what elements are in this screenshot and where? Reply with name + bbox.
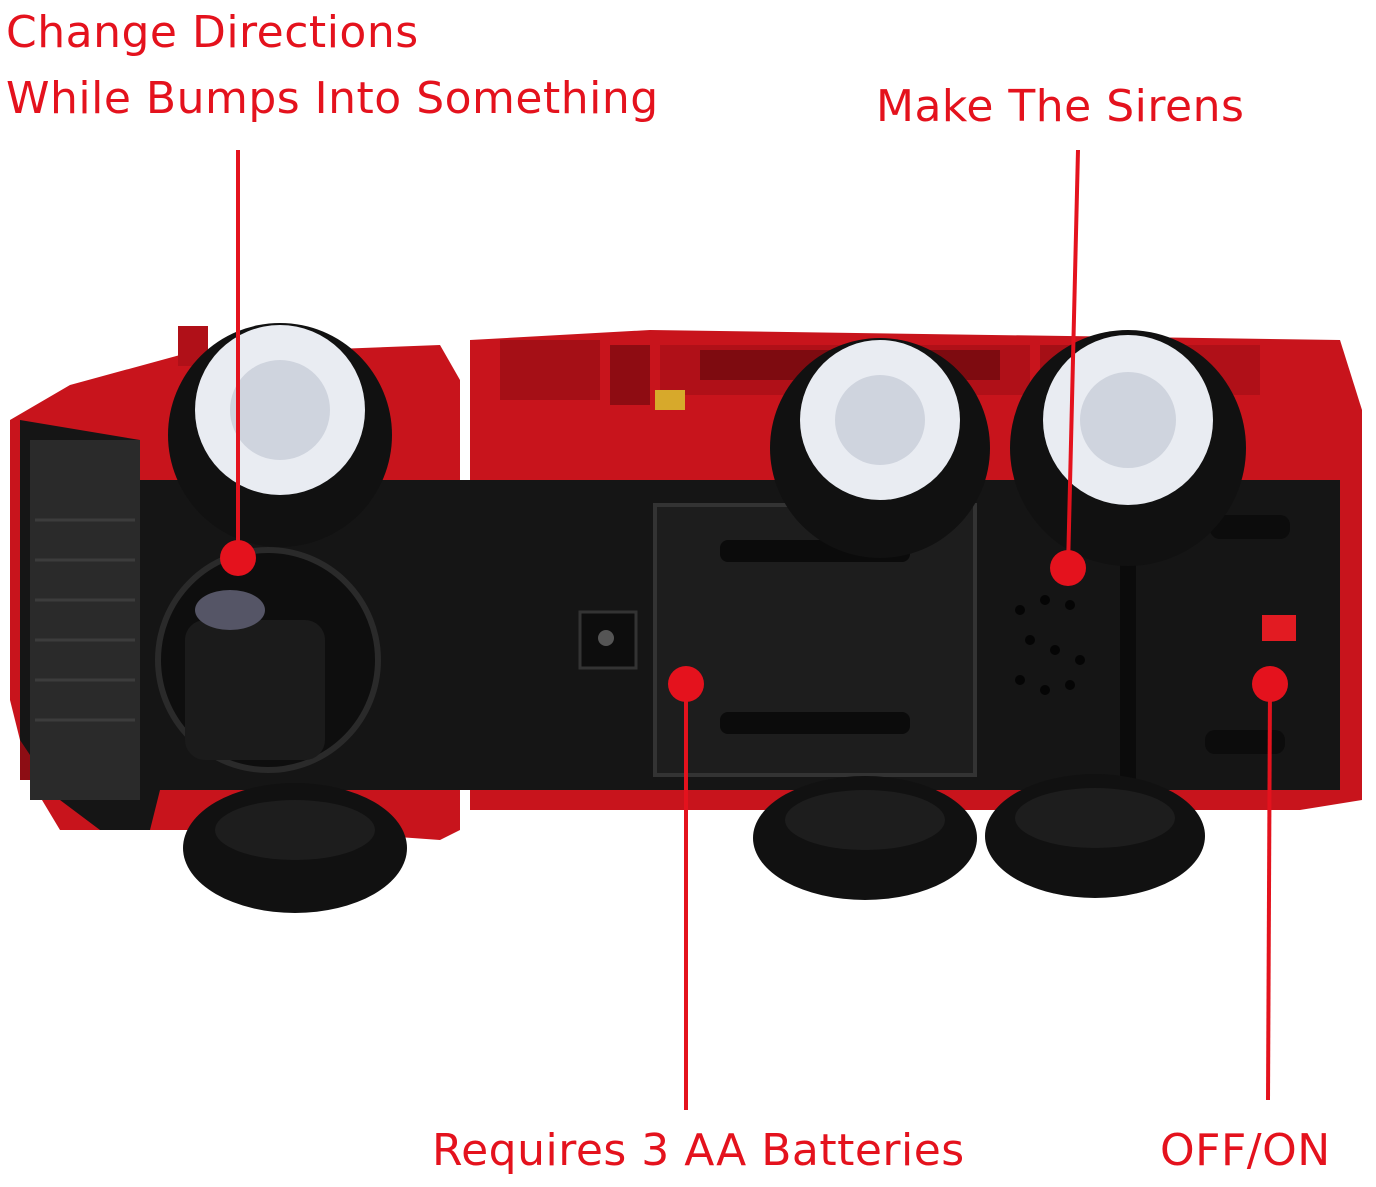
bump-callout-line1: Change Directions (6, 7, 419, 58)
switch-callout-line (1266, 683, 1272, 1101)
wheel-rear-bottom (985, 774, 1205, 898)
wheel-middle-top (770, 338, 990, 558)
switch-callout-dot (1252, 666, 1288, 702)
wheel-rear-top (1010, 330, 1246, 566)
switch-callout: OFF/ON (1160, 1125, 1331, 1176)
bump-callout-line2: While Bumps Into Something (6, 73, 659, 124)
sirens-callout: Make The Sirens (876, 81, 1245, 132)
batteries-callout: Requires 3 AA Batteries (432, 1125, 965, 1176)
sirens-callout-line (1066, 149, 1080, 569)
power-switch (1262, 615, 1296, 641)
wheel-middle-bottom (753, 776, 977, 900)
wheel-front-top (168, 323, 392, 547)
bump-callout-dot (220, 540, 256, 576)
batteries-callout-dot (668, 666, 704, 702)
wheel-front-bottom (183, 783, 407, 913)
sirens-callout-dot (1050, 550, 1086, 586)
